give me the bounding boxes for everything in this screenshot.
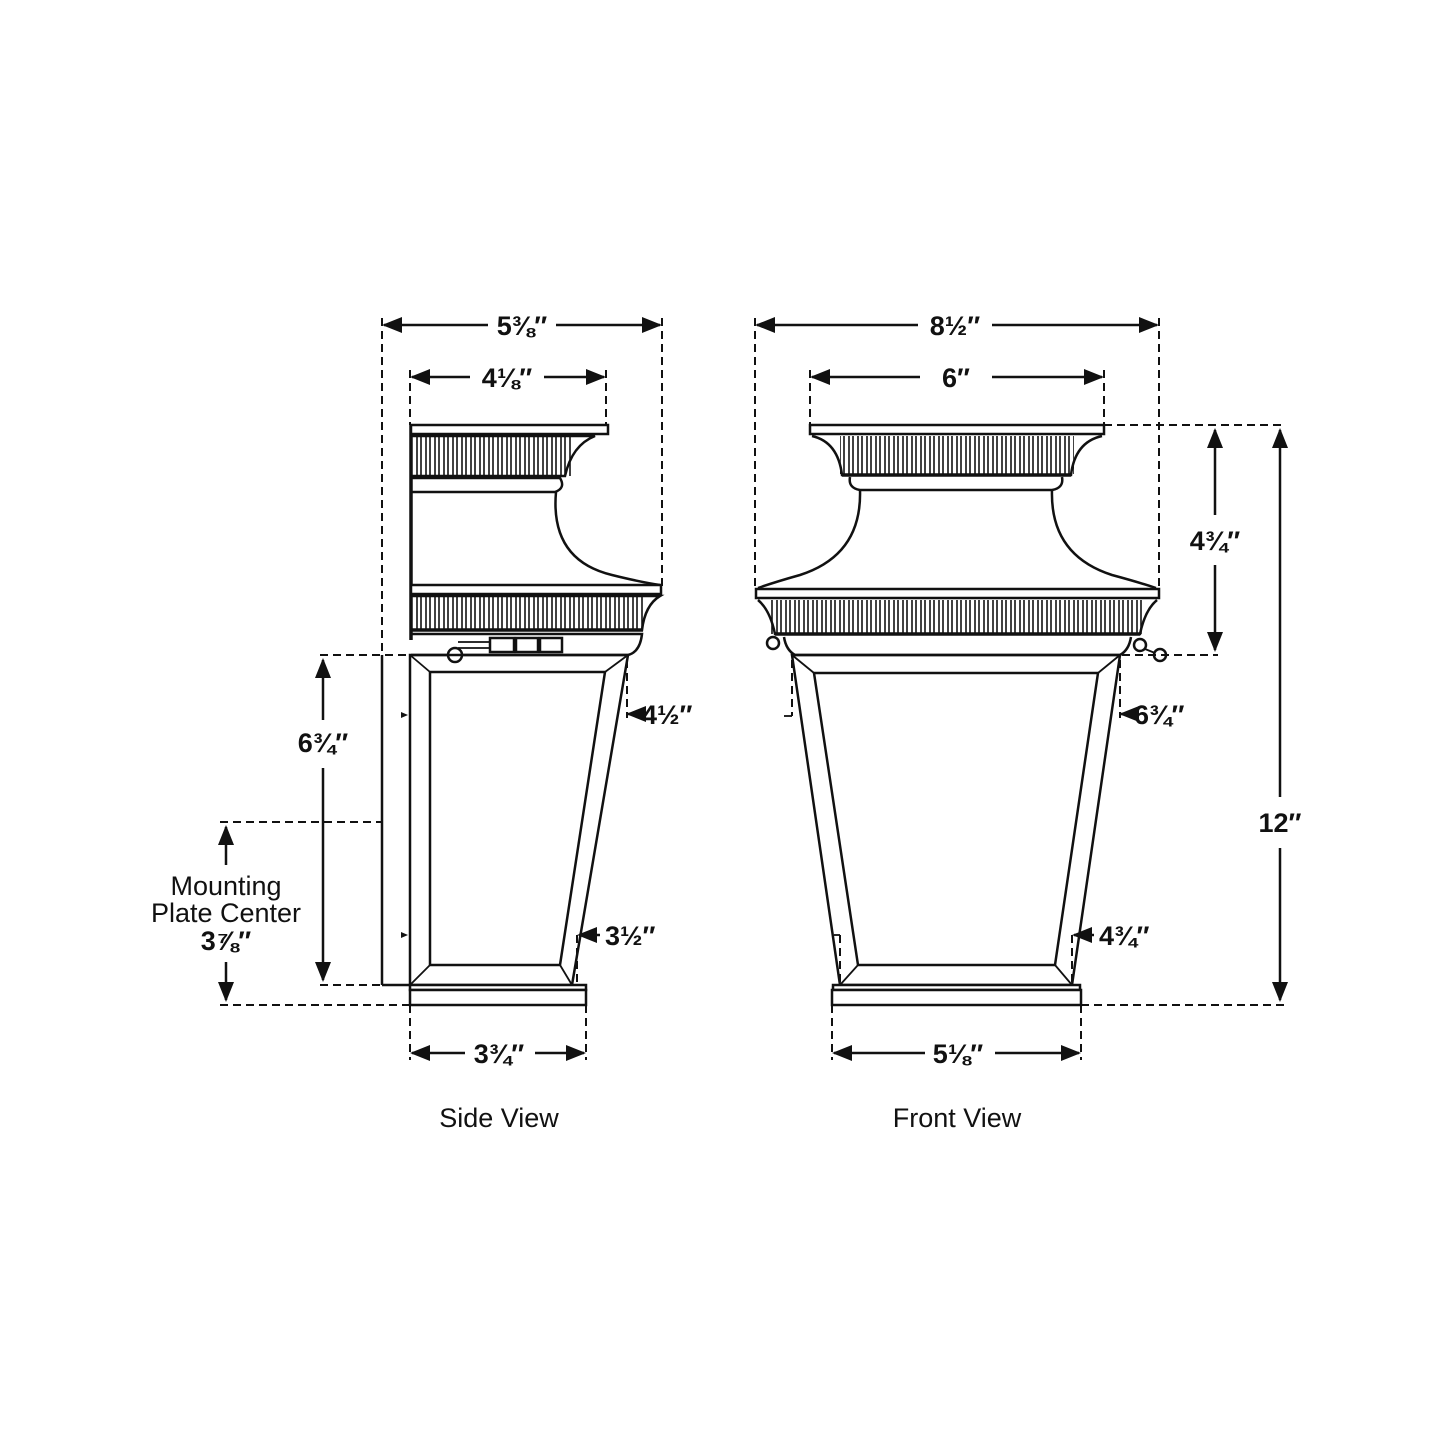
front-cap-height-label: 4¾″ [1190,526,1241,556]
front-top-width-label: 6″ [942,363,970,393]
front-upper-width-label: 6¾″ [1134,700,1185,730]
front-view-caption: Front View [893,1103,1022,1133]
side-base-width-label: 3¾″ [474,1039,525,1069]
front-base-width-dimension [831,1005,1082,1061]
front-body [784,653,1122,1007]
side-body-height-label: 6¾″ [298,728,349,758]
front-view: 8½″ 6″ 4¾″ 12″ 6¾″ 4¾″ 5⅛″ Front View [754,311,1302,1133]
front-lower-width-dimension [1071,927,1094,985]
front-cap [754,423,1168,663]
mounting-label-line1: Mounting [170,871,281,901]
front-overall-height-label: 12″ [1259,808,1302,838]
side-lower-depth-label: 3½″ [605,921,656,951]
mounting-plate-center-label: 3⅞″ [201,926,252,956]
side-body-height-dimension [315,654,410,986]
side-cap [409,423,665,664]
side-view: 5⅜″ 4⅛″ 6¾″ 4½″ 3½″ 3¾″ Mounting Plate C… [151,311,693,1133]
front-lower-width-label: 4¾″ [1099,921,1150,951]
front-overall-width-label: 8½″ [930,311,981,341]
front-cap-height-dimension [1104,424,1285,656]
mounting-plate-center-dimension [218,821,410,1006]
side-upper-depth-dimension [626,660,646,722]
side-overall-width-dimension [381,317,663,655]
front-overall-width-dimension [754,317,1160,590]
side-lower-depth-dimension [576,927,600,985]
side-top-width-dimension [409,369,607,425]
front-base-width-label: 5⅛″ [933,1039,984,1069]
front-overall-height-dimension [1081,428,1288,1006]
side-body [380,653,630,1007]
mounting-label-line2: Plate Center [151,898,301,928]
front-top-width-dimension [809,369,1105,425]
side-upper-depth-label: 4½″ [642,700,693,730]
side-view-caption: Side View [439,1103,559,1133]
side-base-width-dimension [409,1005,587,1061]
front-upper-width-dimension [1119,660,1139,722]
side-top-width-label: 4⅛″ [482,363,533,393]
side-overall-width-label: 5⅜″ [497,311,548,341]
